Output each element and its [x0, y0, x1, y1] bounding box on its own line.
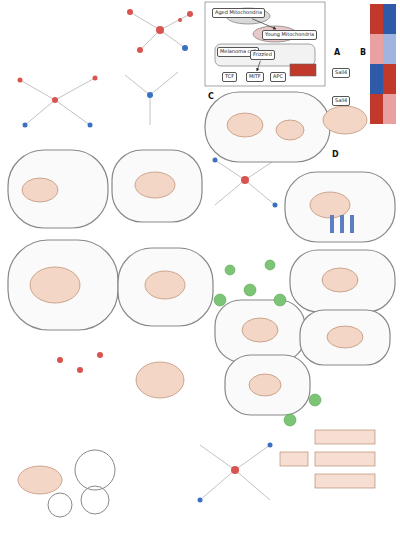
panel-letter: B: [360, 48, 366, 57]
connector-arrow: [257, 61, 261, 71]
pathway-node: TCF: [222, 72, 237, 82]
connector-arrow: [252, 19, 276, 29]
node-text: Aged Mitochondria: [215, 10, 262, 16]
pathway-node: Frizzled: [250, 50, 275, 60]
pathway-node: Young Mitochondria: [262, 30, 317, 40]
pathway-node: Aged Mitochondria: [212, 8, 265, 18]
node-text: Frizzled: [253, 52, 272, 58]
panel-letter: C: [208, 92, 214, 101]
node-text: Sall4: [335, 70, 347, 76]
node-text: TCF: [225, 74, 234, 80]
panel-letter: D: [332, 150, 339, 159]
node-text: MITF: [249, 74, 261, 80]
pathway-node: Sall4: [332, 68, 350, 78]
panel-letter: A: [334, 48, 340, 57]
node-text: Young Mitochondria: [265, 32, 314, 38]
node-text: APC: [273, 74, 283, 80]
pathway-node: APC: [270, 72, 286, 82]
pathway-node: Sall4: [332, 96, 350, 106]
node-text: Sall4: [335, 98, 347, 104]
pathway-node: MITF: [246, 72, 264, 82]
